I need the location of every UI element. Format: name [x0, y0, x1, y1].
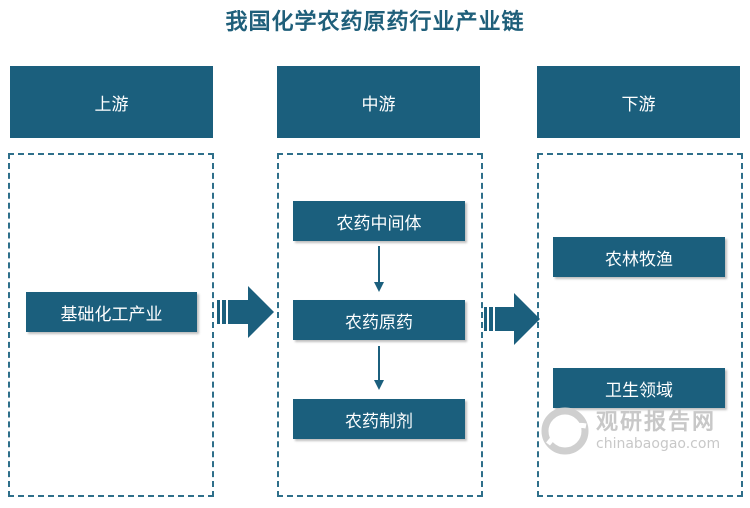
watermark-logo-icon	[541, 407, 589, 455]
midstream-item-technical: 农药原药	[293, 300, 465, 340]
arrow-upstream-to-midstream	[217, 286, 274, 338]
header-upstream: 上游	[10, 66, 213, 138]
watermark-url: chinabaogao.com	[596, 436, 721, 452]
arrow-intermediates-to-technical	[374, 246, 384, 292]
watermark-brand: 观研报告网	[596, 410, 717, 435]
header-downstream: 下游	[537, 66, 740, 138]
midstream-container	[277, 153, 483, 497]
header-midstream: 中游	[277, 66, 480, 138]
downstream-item-hygiene: 卫生领域	[553, 368, 725, 408]
watermark: 观研报告网 chinabaogao.com	[538, 398, 748, 466]
diagram-title: 我国化学农药原药行业产业链	[225, 9, 525, 35]
upstream-item-basic-chemicals: 基础化工产业	[26, 292, 197, 332]
midstream-item-intermediates: 农药中间体	[293, 201, 465, 241]
arrow-midstream-to-downstream	[484, 293, 540, 345]
downstream-container	[537, 153, 743, 497]
arrow-technical-to-formulations	[374, 346, 384, 390]
upstream-container	[8, 153, 214, 497]
downstream-item-agriculture: 农林牧渔	[553, 237, 725, 277]
midstream-item-formulations: 农药制剂	[293, 399, 465, 439]
